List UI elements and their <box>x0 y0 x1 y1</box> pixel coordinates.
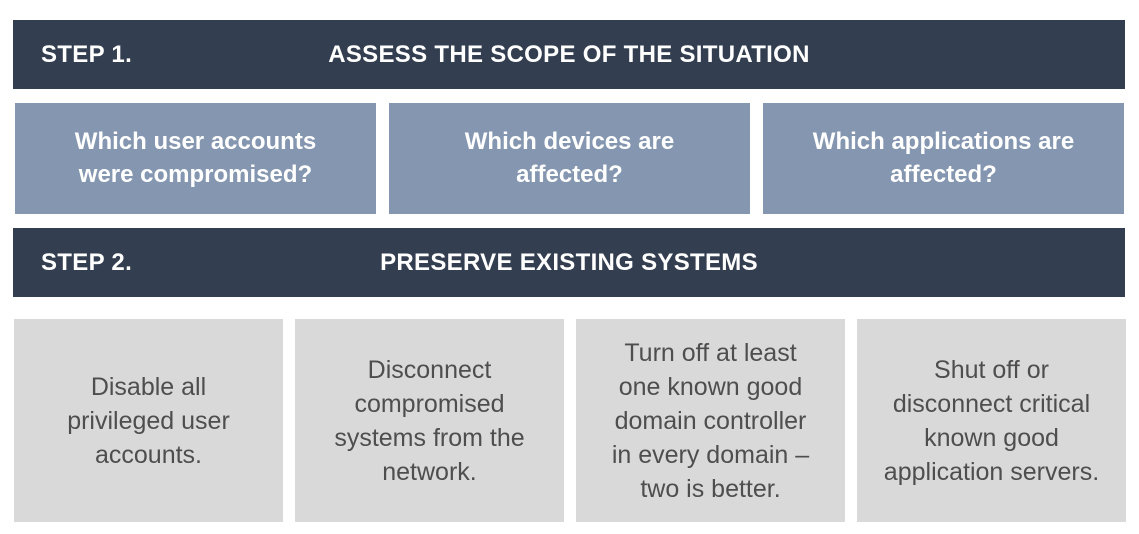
question-box-user-accounts: Which user accounts were compromised? <box>15 103 376 214</box>
step2-action-row: Disable all privileged user accounts. Di… <box>14 319 1126 522</box>
step1-label: STEP 1. <box>41 40 133 68</box>
action-box-disable-accounts: Disable all privileged user accounts. <box>14 319 283 522</box>
question-box-applications: Which applications are affected? <box>763 103 1124 214</box>
step2-title: PRESERVE EXISTING SYSTEMS <box>380 248 758 276</box>
step1-header-bar: STEP 1. ASSESS THE SCOPE OF THE SITUATIO… <box>13 20 1125 89</box>
action-box-disconnect-systems: Disconnect compromised systems from the … <box>295 319 564 522</box>
step2-label: STEP 2. <box>41 248 133 276</box>
action-box-turn-off-domain-controller: Turn off at least one known good domain … <box>576 319 845 522</box>
step2-header-bar: STEP 2. PRESERVE EXISTING SYSTEMS <box>13 228 1125 297</box>
action-box-shut-off-app-servers: Shut off or disconnect critical known go… <box>857 319 1126 522</box>
step1-question-row: Which user accounts were compromised? Wh… <box>15 103 1124 214</box>
step1-title: ASSESS THE SCOPE OF THE SITUATION <box>328 40 810 68</box>
question-box-devices: Which devices are affected? <box>389 103 750 214</box>
